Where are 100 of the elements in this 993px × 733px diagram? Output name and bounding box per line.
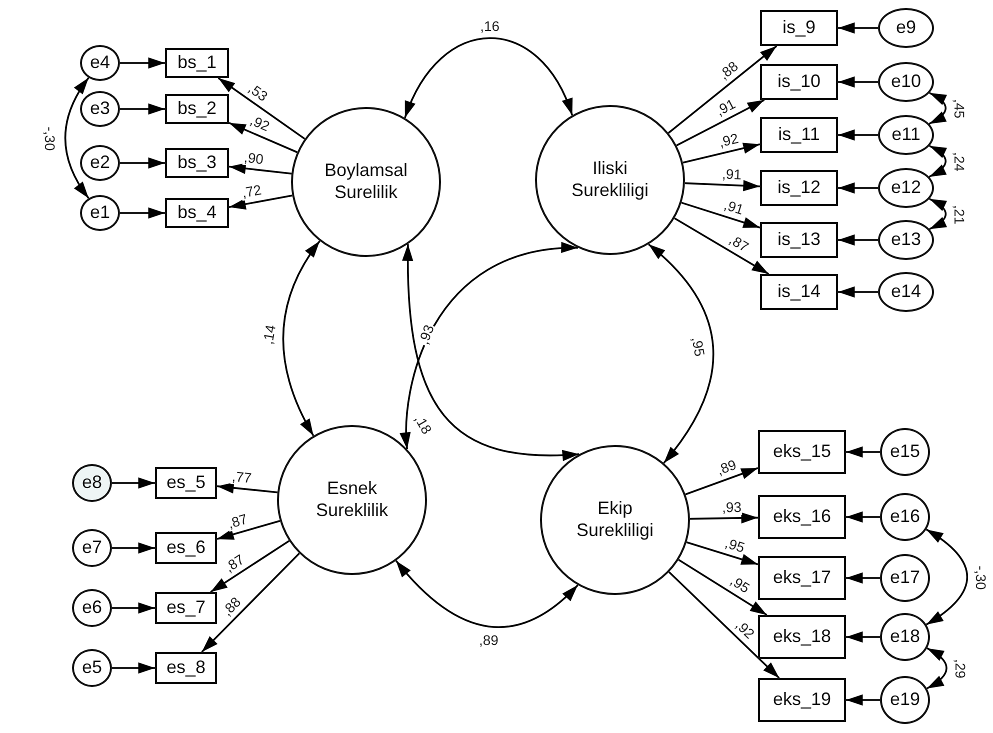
- error-term-circle: e19: [880, 676, 930, 724]
- error-term-circle: e9: [878, 8, 934, 48]
- edge-label: -,30: [42, 125, 58, 152]
- observed-variable-box: es_8: [155, 652, 217, 684]
- error-term-circle: e17: [880, 554, 930, 602]
- path-arrow: [690, 512, 758, 524]
- error-term-circle: e14: [878, 272, 934, 312]
- edge-label: ,72: [239, 182, 264, 202]
- covariance-arrow: [929, 198, 947, 230]
- path-arrow: [674, 217, 770, 275]
- error-term-circle: e10: [878, 62, 934, 102]
- edge-label: -,30: [972, 564, 988, 590]
- observed-variable-box: bs_2: [165, 94, 229, 124]
- path-arrow: [846, 572, 880, 584]
- error-term-circle: e5: [72, 649, 112, 687]
- covariance-arrow: [395, 560, 578, 628]
- observed-variable-box: eks_16: [758, 495, 846, 539]
- observed-variable-box: is_13: [760, 222, 838, 258]
- observed-variable-box: eks_18: [758, 615, 846, 659]
- edge-label: ,89: [478, 632, 500, 648]
- path-arrow: [838, 234, 878, 246]
- path-arrow: [210, 540, 290, 593]
- path-arrow: [120, 157, 166, 169]
- path-arrow: [228, 122, 298, 154]
- path-arrow: [686, 541, 758, 566]
- covariance-arrow: [926, 528, 968, 626]
- path-arrow: [838, 129, 878, 141]
- error-term-circle: e12: [878, 168, 934, 208]
- path-arrow: [681, 202, 760, 228]
- path-arrow: [838, 182, 878, 194]
- observed-variable-box: eks_15: [758, 430, 846, 474]
- error-term-circle: e6: [72, 589, 112, 627]
- path-arrow: [218, 77, 306, 140]
- covariance-arrow: [928, 145, 947, 178]
- observed-variable-box: es_6: [155, 532, 217, 564]
- observed-variable-box: eks_17: [758, 556, 846, 600]
- covariance-arrow: [928, 92, 947, 125]
- path-arrow: [668, 571, 780, 679]
- path-arrow: [228, 194, 292, 210]
- observed-variable-box: is_9: [760, 10, 838, 46]
- edge-label: ,24: [951, 150, 967, 172]
- path-arrow: [684, 180, 760, 192]
- path-arrow: [685, 467, 758, 496]
- latent-variable-circle: Iliski Surekliligi: [535, 105, 685, 255]
- covariance-arrow: [282, 240, 320, 436]
- edge-label: ,21: [951, 203, 967, 225]
- error-term-circle: e16: [880, 493, 930, 541]
- error-term-circle: e7: [72, 529, 112, 567]
- path-arrow: [838, 286, 878, 298]
- covariance-arrow: [64, 77, 90, 199]
- error-term-circle: e11: [878, 115, 934, 155]
- path-arrow: [668, 45, 778, 134]
- edge-label: ,93: [721, 499, 744, 516]
- observed-variable-box: eks_19: [758, 678, 846, 722]
- observed-variable-box: bs_3: [165, 148, 229, 178]
- error-term-circle: e2: [80, 145, 120, 181]
- edge-label: ,91: [721, 166, 744, 182]
- path-arrow: [120, 103, 166, 115]
- path-arrow: [682, 142, 760, 164]
- observed-variable-box: is_11: [760, 117, 838, 153]
- path-arrow: [846, 694, 880, 706]
- path-arrow: [112, 602, 156, 614]
- path-arrow: [201, 552, 300, 653]
- path-arrow: [846, 446, 880, 458]
- observed-variable-box: is_10: [760, 64, 838, 100]
- edge-label: ,29: [952, 658, 968, 680]
- observed-variable-box: es_7: [155, 592, 217, 624]
- error-term-circle: e4: [80, 45, 120, 81]
- covariance-arrow: [926, 647, 948, 690]
- error-term-circle: e13: [878, 220, 934, 260]
- path-arrow: [216, 520, 280, 540]
- edge-label: ,16: [479, 18, 501, 34]
- observed-variable-box: bs_1: [165, 48, 229, 78]
- path-arrow: [112, 662, 156, 674]
- path-arrow: [120, 207, 166, 219]
- covariance-arrow: [404, 37, 574, 118]
- path-arrow: [216, 482, 278, 494]
- edge-label: ,77: [230, 469, 253, 487]
- observed-variable-box: is_14: [760, 274, 838, 310]
- path-arrow: [676, 99, 765, 146]
- observed-variable-box: es_5: [155, 467, 217, 499]
- error-term-circle: e18: [880, 613, 930, 661]
- path-arrow: [120, 57, 166, 69]
- edge-label: ,45: [951, 98, 967, 120]
- path-arrow: [228, 162, 292, 175]
- path-arrow: [846, 511, 880, 523]
- error-term-circle: e8: [72, 464, 112, 502]
- error-term-circle: e3: [80, 91, 120, 127]
- error-term-circle: e15: [880, 428, 930, 476]
- latent-variable-circle: Boylamsal Surelilik: [291, 107, 441, 257]
- error-term-circle: e1: [80, 195, 120, 231]
- latent-variable-circle: Ekip Surekliligi: [540, 445, 690, 595]
- covariance-arrow: [648, 244, 714, 464]
- path-arrow: [846, 631, 880, 643]
- observed-variable-box: bs_4: [165, 198, 229, 228]
- path-arrow: [838, 76, 878, 88]
- path-arrow: [838, 22, 878, 34]
- path-arrow: [112, 542, 156, 554]
- path-arrow: [112, 477, 156, 489]
- observed-variable-box: is_12: [760, 170, 838, 206]
